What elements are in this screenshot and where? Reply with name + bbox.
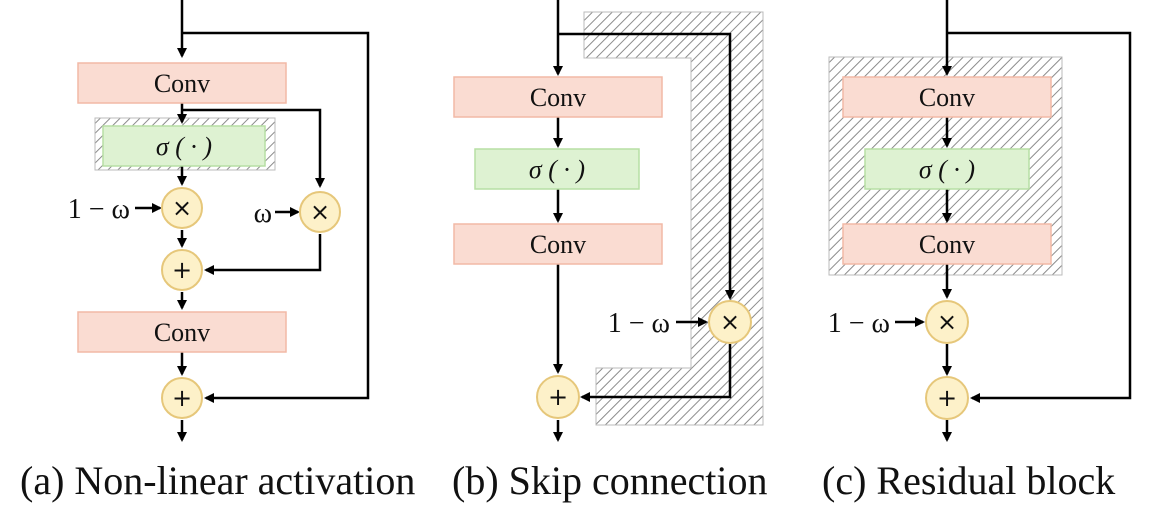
panel-b-hatch: [583, 11, 764, 426]
a-conv-box-1: [77, 62, 287, 104]
panel-c: Conv σ ( · ) Conv × + 1 − ω (c) Residual…: [822, 0, 1132, 503]
caption-b: (b) Skip connection: [452, 458, 768, 503]
b-add-node: [536, 375, 580, 419]
c-multiply-symbol: ×: [937, 308, 957, 336]
b-conv-label-1: Conv: [530, 83, 586, 112]
b-activation-box: [474, 148, 640, 190]
a-multiply-symbol-2: ×: [310, 198, 330, 226]
a-conv-label-1: Conv: [154, 69, 210, 98]
a-activation-box: [102, 125, 266, 167]
a-multiply-node-2: [299, 191, 341, 233]
c-one-minus-omega-label: 1 − ω: [828, 308, 890, 339]
c-activation-box: [864, 148, 1030, 190]
c-conv-label-2: Conv: [919, 230, 975, 259]
a-omega-to-add: [204, 234, 322, 275]
a-add-symbol-2: +: [172, 384, 192, 412]
b-mul-to-add: [580, 344, 732, 402]
a-multiply-node-1: [161, 187, 203, 229]
a-omega-label: ω: [254, 198, 272, 229]
a-multiply-symbol-1: ×: [172, 194, 192, 222]
caption-a: (a) Non-linear activation: [20, 458, 415, 503]
b-conv-box-1: [453, 76, 663, 118]
a-add-symbol-1: +: [172, 256, 192, 284]
a-one-minus-omega-label: 1 − ω: [68, 194, 130, 225]
a-conv-label-2: Conv: [154, 318, 210, 347]
b-one-minus-omega-label: 1 − ω: [608, 308, 670, 339]
a-add-node-2: [161, 377, 203, 419]
a-outer-skip: [182, 31, 370, 403]
panel-b: Conv σ ( · ) Conv × + 1 − ω (b) Skip con…: [452, 0, 768, 503]
panel-a: Conv σ ( · ) Conv × × + + 1 − ω ω (a) No…: [20, 0, 415, 503]
a-branch-to-omega: [182, 108, 325, 188]
a-add-node-1: [161, 249, 203, 291]
c-activation-label: σ ( · ): [919, 155, 975, 184]
c-conv-box-2: [842, 223, 1052, 265]
caption-c: (c) Residual block: [822, 458, 1115, 503]
b-activation-label: σ ( · ): [529, 155, 585, 184]
a-conv-box-2: [77, 311, 287, 353]
b-skip-path: [558, 32, 735, 300]
b-multiply-node: [708, 300, 752, 344]
b-conv-box-2: [453, 223, 663, 265]
c-conv-box-1: [842, 76, 1052, 118]
c-outer-skip: [947, 31, 1132, 403]
a-activation-label: σ ( · ): [156, 132, 212, 161]
b-multiply-symbol: ×: [720, 308, 740, 336]
c-multiply-node: [925, 300, 969, 344]
c-conv-label-1: Conv: [919, 83, 975, 112]
c-add-symbol: +: [937, 384, 957, 412]
b-conv-label-2: Conv: [530, 230, 586, 259]
b-add-symbol: +: [548, 383, 568, 411]
c-add-node: [925, 376, 969, 420]
